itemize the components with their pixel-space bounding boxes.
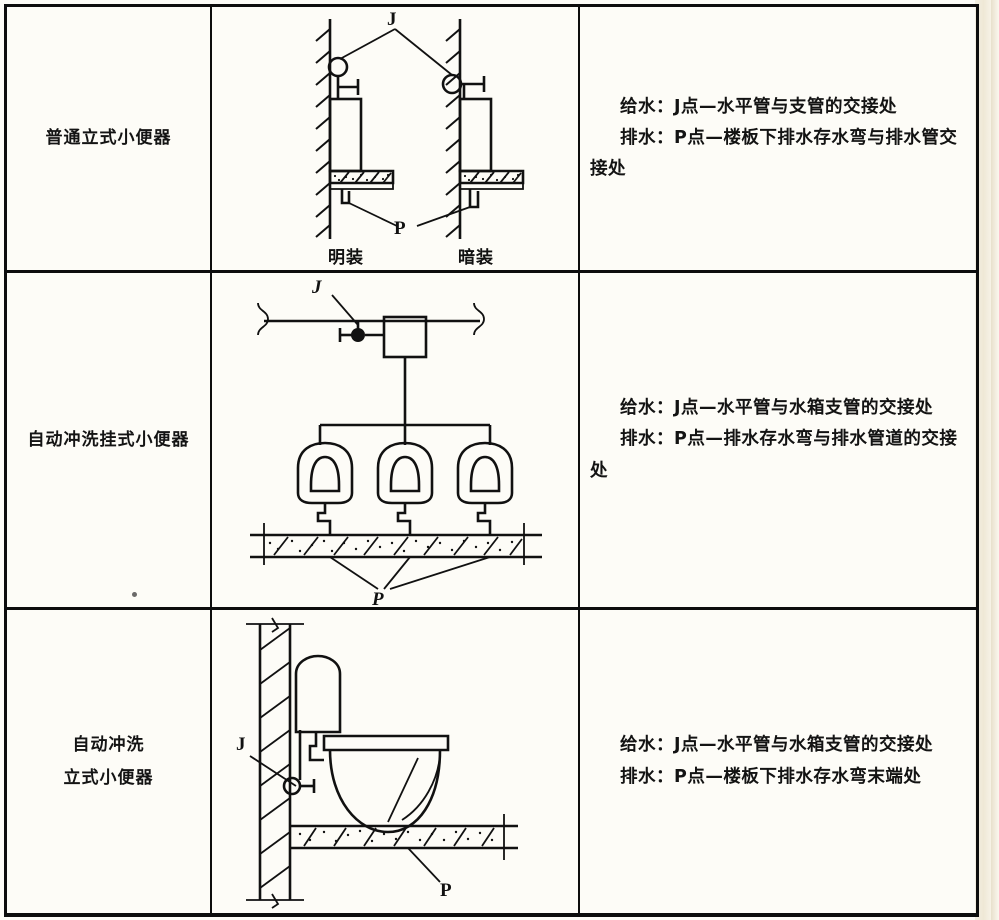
figure-caption-exposed: 明装 [328, 247, 364, 268]
row-2-desc-line-3: 处 [590, 460, 608, 481]
row-2-desc-line-1: 给水：J点—水平管与水箱支管的交接处 [620, 398, 934, 419]
row-1-name-cell: 普通立式小便器 [7, 7, 210, 270]
floor-slab [290, 814, 518, 860]
figure-caption-concealed: 暗装 [458, 247, 494, 268]
table-border-right [976, 4, 979, 917]
row-1-desc-line-2: 排水：P点—楼板下排水存水弯与排水管交 [620, 127, 958, 148]
row-2-desc-line-2: 排水：P点—排水存水弯与排水管道的交接 [620, 429, 958, 450]
row-3-figure-cell: J [212, 610, 578, 913]
row-3-desc-line-2: 排水：P点—楼板下排水存水弯末端处 [620, 766, 922, 787]
row-1-name-line-1: 普通立式小便器 [45, 128, 172, 149]
row-3-description-cell: 给水：J点—水平管与水箱支管的交接处 排水：P点—楼板下排水存水弯末端处 [580, 610, 976, 913]
table-border-top [4, 4, 979, 7]
scan-artifact-dot [132, 592, 137, 597]
row-1-desc-line-1: 给水：J点—水平管与支管的交接处 [620, 96, 898, 117]
row-2-name-line-1: 自动冲洗挂式小便器 [27, 429, 190, 450]
row-1-figure-cell: 明装 [212, 7, 578, 270]
table-border-bottom [4, 913, 979, 917]
figure-label-P: P [394, 218, 406, 239]
column-divider-1 [210, 4, 212, 917]
column-divider-2 [578, 4, 580, 917]
urinal-installation-table: 普通立式小便器 [4, 4, 979, 917]
floor-slab [250, 523, 542, 565]
row-3-desc-line-1: 给水：J点—水平管与水箱支管的交接处 [620, 735, 934, 756]
row-divider-2 [4, 607, 979, 610]
row-3-name-line-1: 自动冲洗 [72, 735, 145, 756]
row-1-desc-line-3: 接处 [590, 159, 626, 180]
row-1-description-cell: 给水：J点—水平管与支管的交接处 排水：P点—楼板下排水存水弯与排水管交 接处 [580, 7, 976, 270]
floor-slab-right [458, 169, 525, 190]
wall-hatching [259, 627, 291, 889]
row-2-name-cell: 自动冲洗挂式小便器 [7, 273, 210, 607]
wall-hung-urinal-2 [376, 441, 434, 535]
figure-label-P: P [371, 589, 384, 607]
figure-label-J: J [236, 734, 246, 755]
floor-slab-left [328, 169, 395, 190]
figure-label-P: P [440, 880, 452, 901]
figure-auto-flush-wall-hung-urinals: J [250, 277, 542, 607]
figure-label-J: J [387, 9, 397, 30]
row-divider-1 [4, 270, 979, 273]
figure-stall-urinal-exposed-concealed: 明装 [315, 9, 525, 268]
figure-auto-flush-stall-urinal: J [236, 617, 518, 909]
figure-label-J: J [311, 277, 322, 298]
row-3-name-cell: 自动冲洗 立式小便器 [7, 610, 210, 913]
scanned-page-edge-inner [991, 0, 999, 920]
row-3-name-line-2: 立式小便器 [63, 767, 154, 788]
row-2-description-cell: 给水：J点—水平管与水箱支管的交接处 排水：P点—排水存水弯与排水管道的交接 处 [580, 273, 976, 607]
wall-hung-urinal-1 [296, 441, 354, 535]
row-2-figure-cell: J [212, 273, 578, 607]
table-border-left [4, 4, 7, 917]
wall-hung-urinal-3 [456, 441, 514, 535]
